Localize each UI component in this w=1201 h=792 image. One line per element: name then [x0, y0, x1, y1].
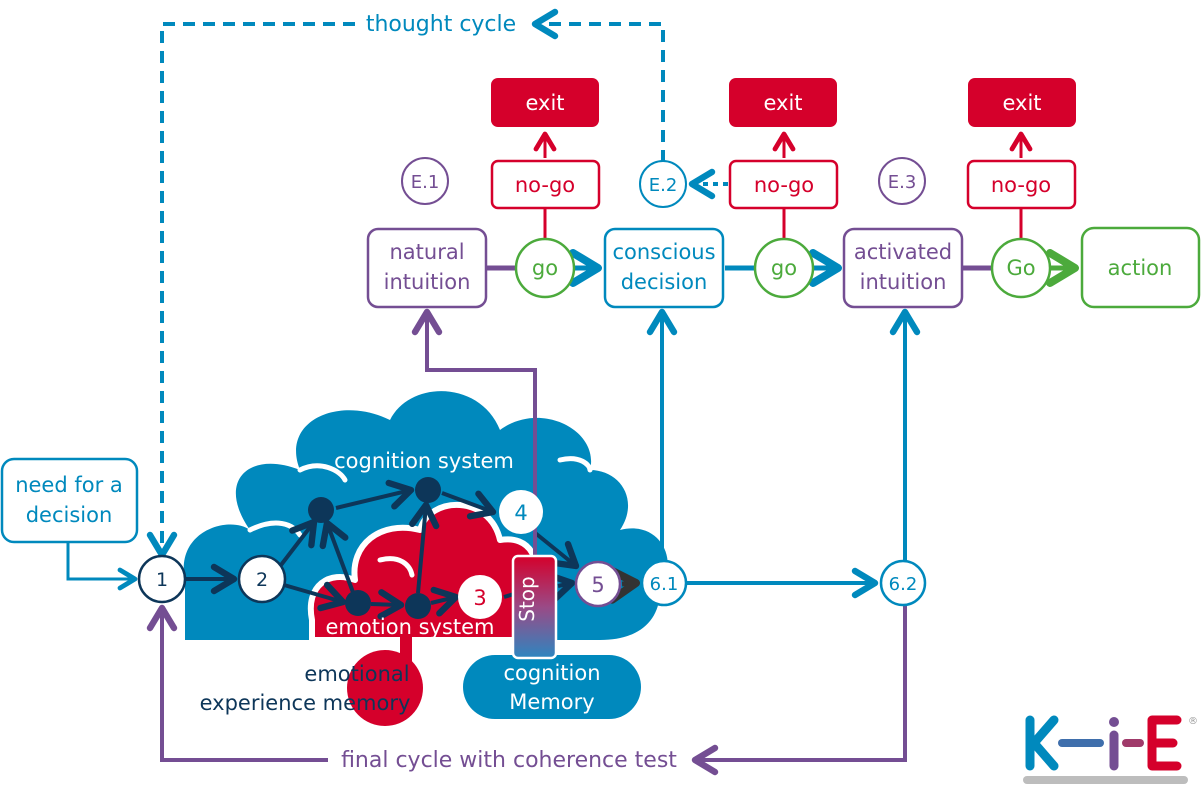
action-label: action — [1108, 256, 1173, 280]
e3-label: E.3 — [888, 172, 917, 193]
need-label-line1: need for a — [15, 473, 123, 497]
network-arrows — [186, 479, 580, 620]
go-label: go — [532, 256, 558, 280]
final-cycle-loop: final cycle with coherence test — [146, 600, 907, 776]
registered-mark: ® — [1188, 716, 1198, 727]
emotional-memory-label-line2: experience memory — [200, 691, 411, 715]
need-to-1-arrow — [66, 542, 138, 591]
conscious-decision-line1: conscious — [612, 240, 715, 264]
stop-bar: Stop — [511, 554, 558, 660]
node-6-2-label: 6.2 — [889, 574, 918, 595]
activated-intuition-line2: intuition — [860, 270, 947, 294]
emotional-experience-memory-blob — [347, 635, 423, 726]
stop-label: Stop — [515, 576, 539, 621]
node-3[interactable]: 3 — [458, 575, 502, 619]
node-3-label: 3 — [473, 586, 486, 610]
thought-cycle-label: thought cycle — [366, 12, 516, 37]
node-4[interactable]: 4 — [499, 490, 543, 534]
natural-intuition-box[interactable]: natural intuition — [366, 227, 488, 309]
nogo-label: no-go — [515, 173, 575, 197]
nogo-box-3[interactable]: no-go — [966, 159, 1077, 210]
thought-cycle-loop: thought cycle — [146, 8, 665, 559]
conscious-decision-box[interactable]: conscious decision — [603, 227, 725, 309]
exit-label: exit — [763, 91, 802, 115]
node-5[interactable]: 5 — [574, 560, 622, 608]
need-label-line2: decision — [26, 503, 113, 527]
node-1-label: 1 — [156, 569, 168, 591]
node-2-label: 2 — [256, 569, 268, 591]
exit-box-2[interactable]: exit — [729, 78, 837, 127]
e2-circle[interactable]: E.2 — [639, 160, 687, 208]
node-2[interactable]: 2 — [237, 554, 287, 604]
5-to-6.1-arrow — [605, 565, 640, 604]
emotion-system-label: emotion system — [325, 615, 494, 639]
conscious-decision-line2: decision — [621, 270, 708, 294]
nogo-box-1[interactable]: no-go — [490, 159, 601, 210]
exit-box-3[interactable]: exit — [968, 78, 1076, 127]
final-cycle-label: final cycle with coherence test — [341, 748, 677, 773]
activated-intuition-line1: activated — [854, 240, 952, 264]
node-5-label: 5 — [591, 573, 604, 597]
e1-label: E.1 — [411, 172, 440, 193]
node-1[interactable]: 1 — [137, 554, 187, 604]
exit-box-1[interactable]: exit — [491, 78, 599, 127]
cognition-memory-label-line1: cognition — [503, 661, 600, 685]
network-dot — [345, 590, 371, 616]
nogo-label: no-go — [991, 173, 1051, 197]
network-dot — [405, 593, 431, 619]
activated-intuition-box[interactable]: activated intuition — [842, 227, 964, 309]
network-nodes — [308, 477, 441, 619]
node-6-1-label: 6.1 — [650, 574, 679, 595]
cognition-memory-blob — [463, 655, 641, 719]
nogo-box-2[interactable]: no-go — [728, 159, 839, 210]
nogo-label: no-go — [754, 173, 814, 197]
e2-label: E.2 — [649, 175, 678, 196]
action-box[interactable]: action — [1080, 226, 1201, 309]
need-for-decision-box[interactable]: need for a decision — [0, 457, 139, 544]
logo-underline — [1023, 776, 1188, 784]
cognition-system-label: cognition system — [334, 449, 514, 473]
go-circle-2[interactable]: go — [753, 237, 815, 299]
exit-label: exit — [1002, 91, 1041, 115]
kie-logo: ® — [1023, 715, 1198, 784]
network-dot — [308, 497, 334, 523]
exit-label: exit — [525, 91, 564, 115]
e3-circle[interactable]: E.3 — [878, 157, 926, 205]
go-label: go — [771, 256, 797, 280]
stop-to-natural-intuition-arrow — [411, 308, 537, 558]
node-4-label: 4 — [514, 501, 527, 525]
go-label: Go — [1006, 256, 1035, 280]
network-dot — [415, 477, 441, 503]
go-circle-3[interactable]: Go — [990, 237, 1052, 299]
node-6-2[interactable]: 6.2 — [879, 559, 927, 607]
natural-intuition-line1: natural — [389, 240, 464, 264]
cognition-memory-label-line2: Memory — [509, 690, 594, 714]
e1-circle[interactable]: E.1 — [401, 157, 449, 205]
emotional-memory-label-line1: emotional — [304, 662, 409, 686]
node-6-1[interactable]: 6.1 — [640, 559, 688, 607]
go-circle-1[interactable]: go — [514, 237, 576, 299]
natural-intuition-line2: intuition — [384, 270, 471, 294]
